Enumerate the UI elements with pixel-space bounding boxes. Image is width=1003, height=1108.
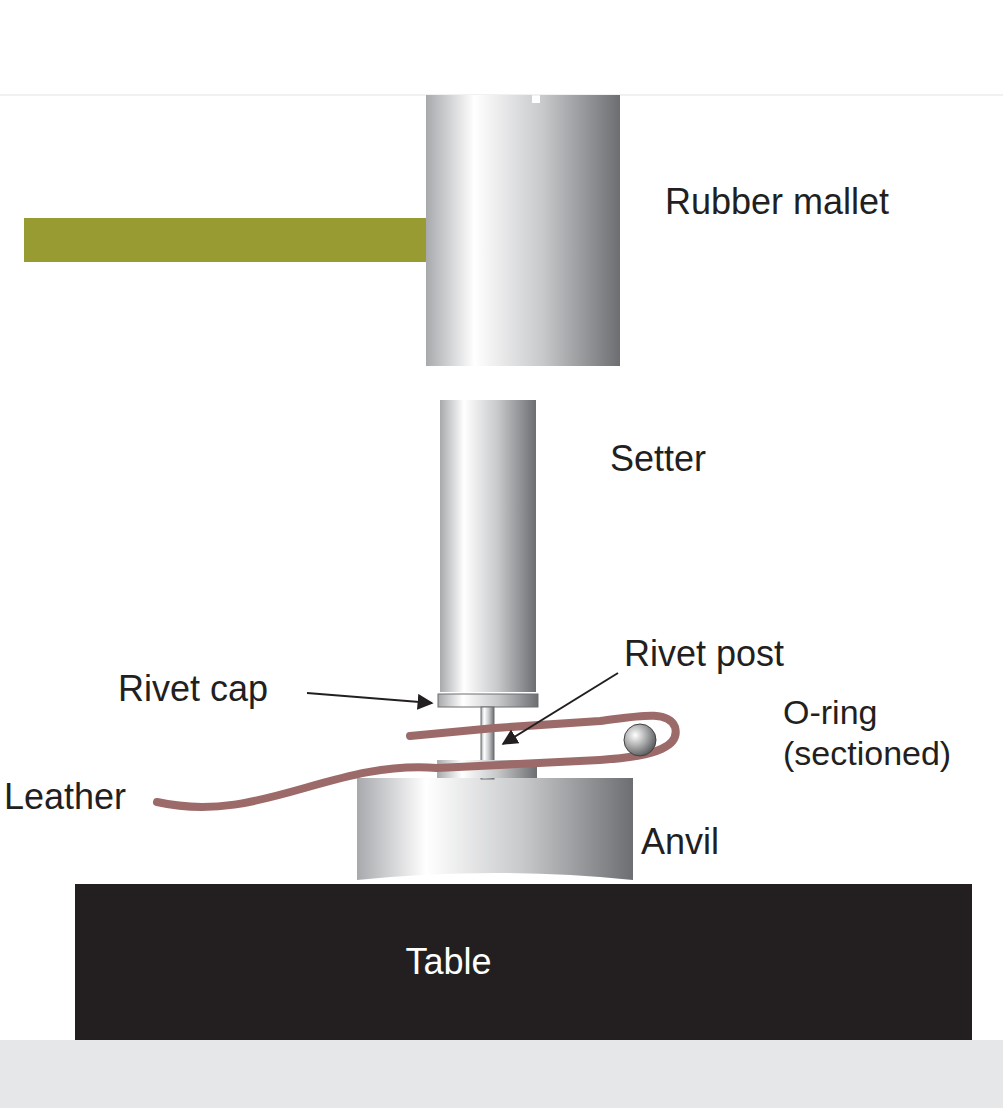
- mallet-head: [426, 95, 620, 366]
- anvil: [357, 778, 633, 880]
- part-label: Rivet post: [624, 632, 784, 675]
- part-label: Rivet cap: [118, 667, 268, 710]
- part-label: O-ring (sectioned): [783, 692, 993, 774]
- leader-arrow: [307, 693, 432, 703]
- leather-strap: [157, 716, 676, 807]
- top-band: [0, 0, 1003, 95]
- floor-band: [0, 1040, 1003, 1108]
- part-label: Rubber mallet: [665, 180, 889, 223]
- part-label: Leather: [4, 775, 126, 818]
- o-ring-section: [624, 724, 656, 756]
- part-label: Setter: [610, 437, 706, 480]
- rivet-cap: [438, 694, 538, 707]
- mallet-handle: [24, 218, 428, 262]
- table-label: Table: [405, 940, 491, 983]
- part-label: Anvil: [641, 820, 719, 863]
- setter: [440, 400, 536, 692]
- table-top: Table: [75, 884, 972, 1040]
- leader-arrow: [503, 673, 618, 744]
